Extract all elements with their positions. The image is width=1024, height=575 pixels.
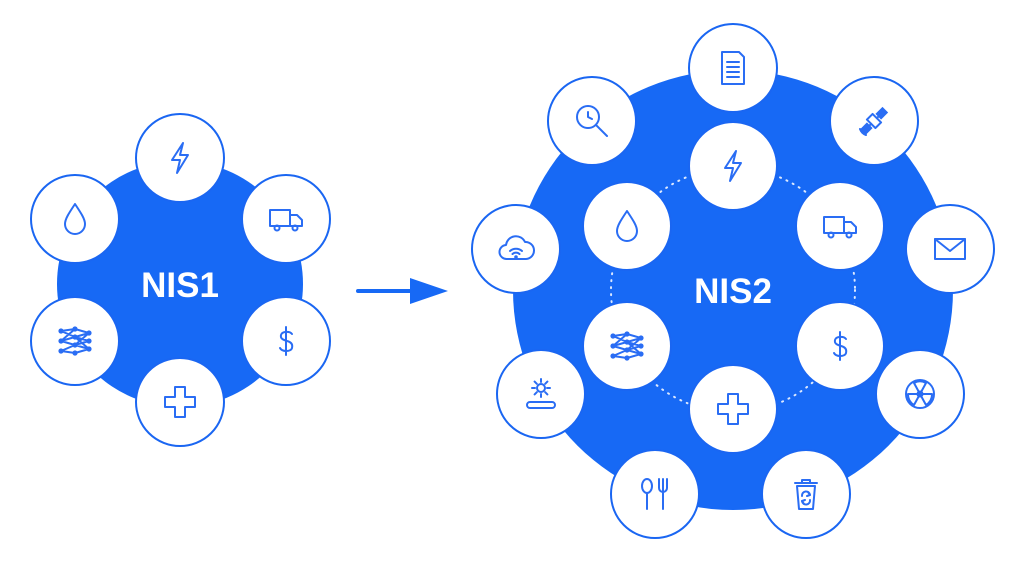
dollar-icon [795,301,885,391]
utensils-icon [610,449,700,539]
truck-icon [795,181,885,271]
water-drop-icon [582,181,672,271]
neural-network-icon [30,296,120,386]
medical-cross-icon [688,364,778,454]
dollar-icon [241,296,331,386]
nis1-label: NIS1 [141,266,219,305]
search-icon [547,76,637,166]
nis1-cluster: NIS1 [30,113,331,447]
water-drop-icon [30,174,120,264]
cloud-wifi-icon [471,204,561,294]
nis2-cluster: NIS2 [471,23,995,539]
manufacturing-icon [496,349,586,439]
recycle-bin-icon [761,449,851,539]
radiation-icon [875,349,965,439]
nis2-core-circle [513,70,953,510]
bolt-icon [688,121,778,211]
document-icon [688,23,778,113]
arrow-right-icon [356,278,448,304]
mail-icon [905,204,995,294]
bolt-icon [135,113,225,203]
neural-network-icon [582,301,672,391]
satellite-icon [829,76,919,166]
medical-cross-icon [135,357,225,447]
truck-icon [241,174,331,264]
nis2-label: NIS2 [694,272,772,311]
